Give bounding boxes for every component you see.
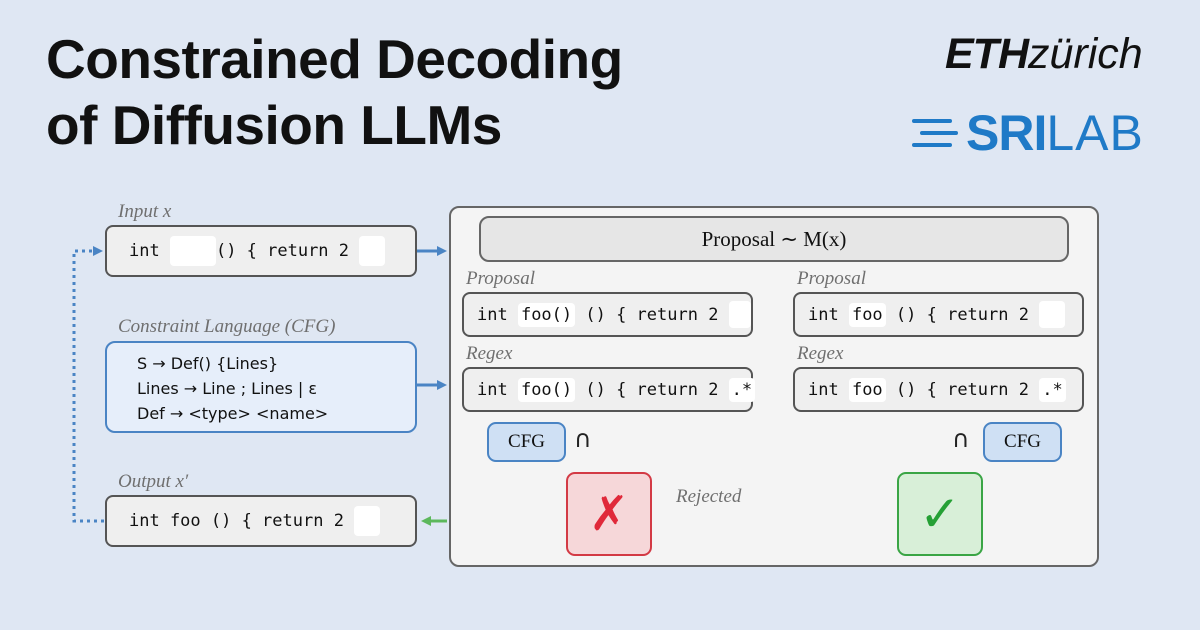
output-label: Output x′ [118, 471, 189, 492]
cfg-rule: S → Def() {Lines} [137, 354, 279, 373]
accepted-result-box: ✓ [897, 472, 983, 556]
intersection-symbol: ∩ [952, 425, 970, 453]
cfg-label: Constraint Language (CFG) [118, 316, 336, 337]
left-cfg-pill: CFG [487, 422, 566, 462]
right-regex-box: int foo () { return 2 .* [793, 367, 1084, 412]
cfg-rule: Def → <type> <name> [137, 404, 329, 423]
cross-icon: ✗ [588, 486, 630, 542]
cfg-rule: Lines → Line ; Lines | ε [137, 379, 318, 398]
sri-lines-icon [912, 119, 958, 147]
title-line-2: of Diffusion LLMs [46, 94, 502, 156]
input-label: Input x [118, 201, 172, 222]
blank-slot [728, 301, 751, 328]
left-proposal-box: int foo() () { return 2 [462, 292, 753, 337]
output-box: int foo () { return 2 [105, 495, 417, 547]
intersection-symbol: ∩ [574, 425, 592, 453]
rejected-label: Rejected [676, 486, 742, 507]
right-cfg-pill: CFG [983, 422, 1062, 462]
left-regex-box: int foo() () { return 2 .* [462, 367, 756, 412]
right-proposal-label: Proposal [797, 268, 866, 289]
page-title: Constrained Decoding of Diffusion LLMs [46, 26, 623, 158]
blank-slot [169, 236, 216, 266]
right-proposal-box: int foo () { return 2 [793, 292, 1084, 337]
left-regex-label: Regex [466, 343, 513, 364]
feedback-loop-arrow [72, 246, 104, 523]
blank-slot [359, 236, 386, 266]
blank-slot [354, 506, 381, 536]
left-proposal-label: Proposal [466, 268, 535, 289]
title-line-1: Constrained Decoding [46, 28, 623, 90]
blank-slot [1039, 301, 1066, 328]
rejected-result-box: ✗ [566, 472, 652, 556]
check-icon: ✓ [919, 485, 961, 543]
proposal-distribution: Proposal ∼ M(x) [479, 216, 1069, 262]
right-regex-label: Regex [797, 343, 844, 364]
input-box: int () { return 2 [105, 225, 417, 277]
eth-zurich-logo: ETHzürich [945, 30, 1143, 78]
cfg-box: S → Def() {Lines} Lines → Line ; Lines |… [105, 341, 417, 433]
